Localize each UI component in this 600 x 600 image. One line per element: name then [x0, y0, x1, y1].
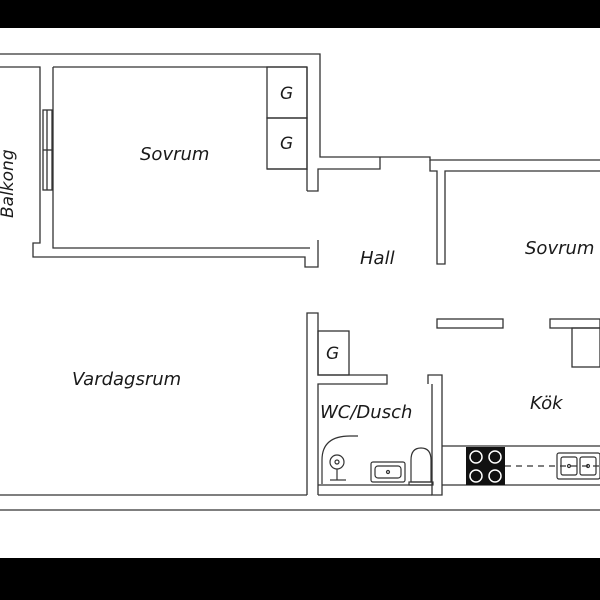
wc-right-wall [427, 374, 443, 496]
washbasin-icon [370, 461, 406, 483]
stove-icon [466, 447, 505, 485]
kitchen-sink-icon [556, 452, 600, 480]
balcony-wall [0, 66, 319, 268]
kitchen-bar-1 [436, 318, 504, 329]
floor-plan-drawing [0, 53, 600, 511]
toilet-icon [408, 447, 434, 486]
floor-plan: Balkong Sovrum G G Hall Sovrum Vardagsru… [0, 28, 600, 558]
bedroom1-wall [52, 67, 310, 249]
bedroom2-wall [429, 160, 600, 265]
kitchen-island [571, 327, 600, 368]
living-right-wall [306, 312, 388, 495]
hall-left-wall [307, 157, 381, 192]
kitchen-bar-2 [549, 318, 600, 329]
closet-label-g3: G [326, 344, 340, 364]
outer-wall [0, 53, 600, 161]
room-label-kok: Kök [530, 393, 563, 414]
room-label-hall: Hall [360, 248, 395, 269]
closet-label-g2: G [280, 134, 294, 154]
room-label-sovrum-2: Sovrum [525, 238, 595, 259]
room-label-sovrum-1: Sovrum [140, 144, 210, 165]
room-label-balkong: Balkong [0, 149, 18, 218]
closet-label-g1: G [280, 84, 294, 104]
closet-3 [317, 330, 350, 376]
room-label-vardagsrum: Vardagsrum [72, 369, 182, 390]
shower-icon [321, 435, 358, 484]
closet-2 [266, 117, 308, 170]
room-label-wc-dusch: WC/Dusch [320, 402, 413, 423]
